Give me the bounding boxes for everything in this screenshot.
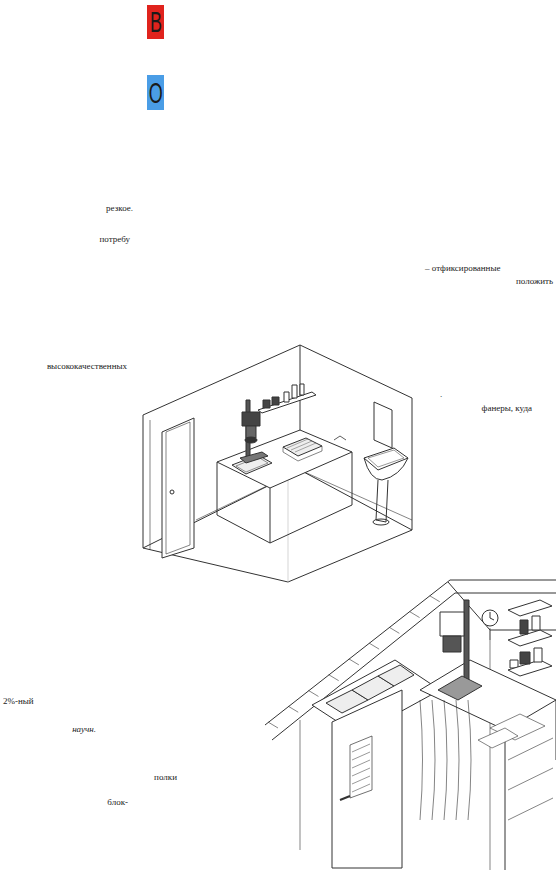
stair-step [410, 612, 420, 618]
stair-step [369, 643, 379, 649]
stair-step [389, 627, 399, 633]
stair-step [329, 675, 339, 681]
stair-step [430, 596, 440, 602]
text-fragment: резкое. [106, 204, 133, 214]
room-darkroom-attic [265, 580, 556, 870]
text-fragment: потребу [100, 235, 130, 245]
text-fragment: блок- [107, 798, 128, 808]
drop-cap-box: О [147, 75, 164, 110]
text-fragment: полки [154, 773, 177, 783]
text-fragment: 2%-ный [3, 697, 34, 707]
room-darkroom-1 [143, 345, 412, 582]
drop-cap-box: В [147, 5, 164, 39]
drop-cap-letter: О [148, 78, 162, 108]
stair-step [349, 659, 359, 665]
stair-step [288, 706, 298, 712]
text-fragment: . [440, 390, 442, 400]
stair-step [268, 722, 278, 728]
text-fragment: – отфиксированные [425, 264, 500, 274]
text-fragment: научн. [72, 725, 96, 735]
text-fragment: фанеры, куда [482, 404, 532, 414]
drop-cap-letter: В [150, 7, 162, 37]
text-fragment: положить [516, 277, 553, 287]
text-fragment: высококачественных [47, 362, 127, 372]
stair-step [308, 690, 318, 696]
